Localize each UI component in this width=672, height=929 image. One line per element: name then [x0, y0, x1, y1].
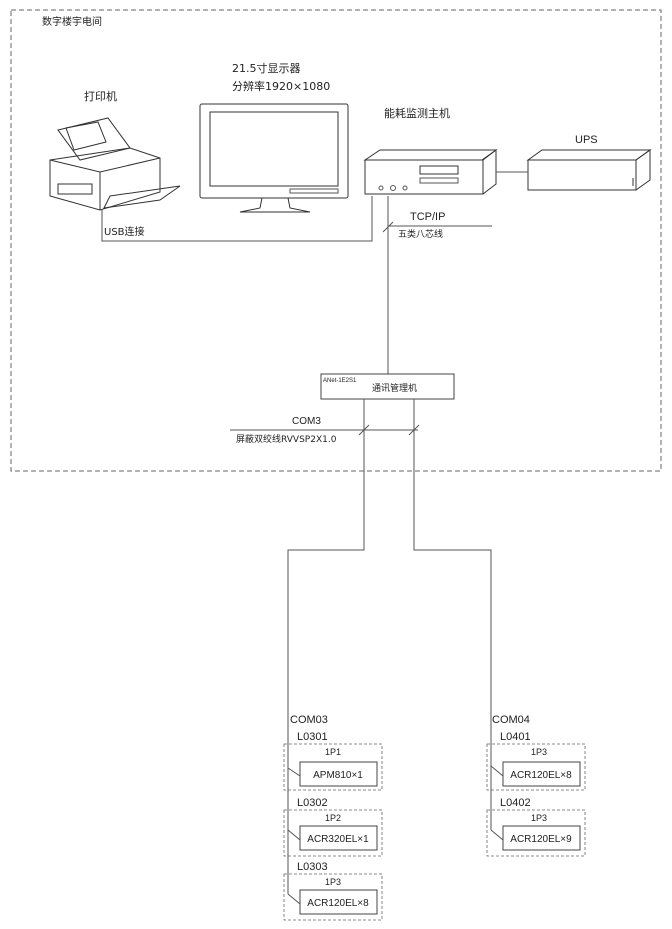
room-label: 数字楼宇电间: [42, 15, 102, 28]
loop-frame: [486, 809, 586, 857]
meter-box: [299, 825, 378, 851]
meter-box: [502, 761, 581, 787]
monitor-resolution: 分辨率1920×1080: [232, 79, 330, 93]
loop-id: L0303: [297, 861, 328, 873]
loop-frame: [486, 743, 586, 791]
loop-id: L0401: [500, 731, 531, 743]
loop-l0301: L0301 1P1 APM810×1: [283, 731, 383, 791]
loop-l0302: L0302 1P2 ACR320EL×1: [283, 797, 383, 857]
gateway-label: 通讯管理机: [372, 382, 417, 394]
host-label: 能耗监测主机: [384, 106, 450, 120]
ups-label: UPS: [575, 134, 598, 146]
printer-label: 打印机: [84, 89, 117, 103]
com03-bus-line: [287, 399, 365, 790]
meter-label: ACR120EL×8: [510, 770, 572, 781]
breaker-label: 1P3: [531, 747, 547, 757]
serial-cable-label: 屏蔽双绞线RVVSP2X1.0: [236, 433, 337, 445]
serial-port-label: COM3: [292, 416, 321, 427]
tcp-ip-tick: [382, 221, 394, 233]
meter-box: [299, 761, 378, 787]
host-computer-icon: [363, 148, 498, 195]
loop-id: L0402: [500, 797, 531, 809]
machine-room-boundary: [10, 9, 662, 472]
tcp-ip-label: TCP/IP: [410, 211, 445, 223]
loop-l0402: L0402 1P3 ACR120EL×9: [486, 797, 586, 857]
breaker-switch: [490, 765, 504, 777]
loop-id: L0301: [297, 731, 328, 743]
breaker-label: 1P3: [531, 813, 547, 823]
breaker-label: 1P1: [325, 747, 341, 757]
monitor-title: 21.5寸显示器: [232, 61, 301, 75]
meter-label: APM810×1: [313, 770, 363, 781]
com04-bus-line: [413, 399, 492, 760]
meter-box: [299, 889, 378, 915]
ups-icon: [526, 149, 652, 191]
meter-box: [502, 825, 581, 851]
gateway-model: ANet-1E2S1: [323, 378, 357, 384]
loop-id: L0302: [297, 797, 328, 809]
meter-label: ACR120EL×8: [307, 898, 369, 909]
usb-link-label: USB连接: [104, 225, 145, 238]
gateway-box: [320, 373, 455, 400]
com04-label: COM04: [492, 714, 530, 726]
breaker-label: 1P3: [325, 877, 341, 887]
loop-l0401: L0401 1P3 ACR120EL×8: [486, 731, 586, 791]
loop-frame: [283, 873, 383, 921]
breaker-switch: [287, 829, 301, 841]
monitor-icon: [199, 103, 349, 213]
usb-link-line: [101, 196, 373, 242]
meter-label: ACR120EL×9: [510, 834, 572, 845]
com03-label: COM03: [290, 714, 328, 726]
loop-frame: [283, 809, 383, 857]
breaker-switch: [287, 893, 301, 905]
breaker-switch: [287, 767, 301, 777]
breaker-label: 1P2: [325, 813, 341, 823]
printer-icon: [49, 117, 181, 211]
loop-frame: [283, 743, 383, 791]
cable-label: 五类八芯线: [398, 228, 443, 240]
loop-l0303: L0303 1P3 ACR120EL×8: [283, 861, 383, 921]
breaker-switch: [490, 829, 504, 841]
meter-label: ACR320EL×1: [307, 834, 369, 845]
